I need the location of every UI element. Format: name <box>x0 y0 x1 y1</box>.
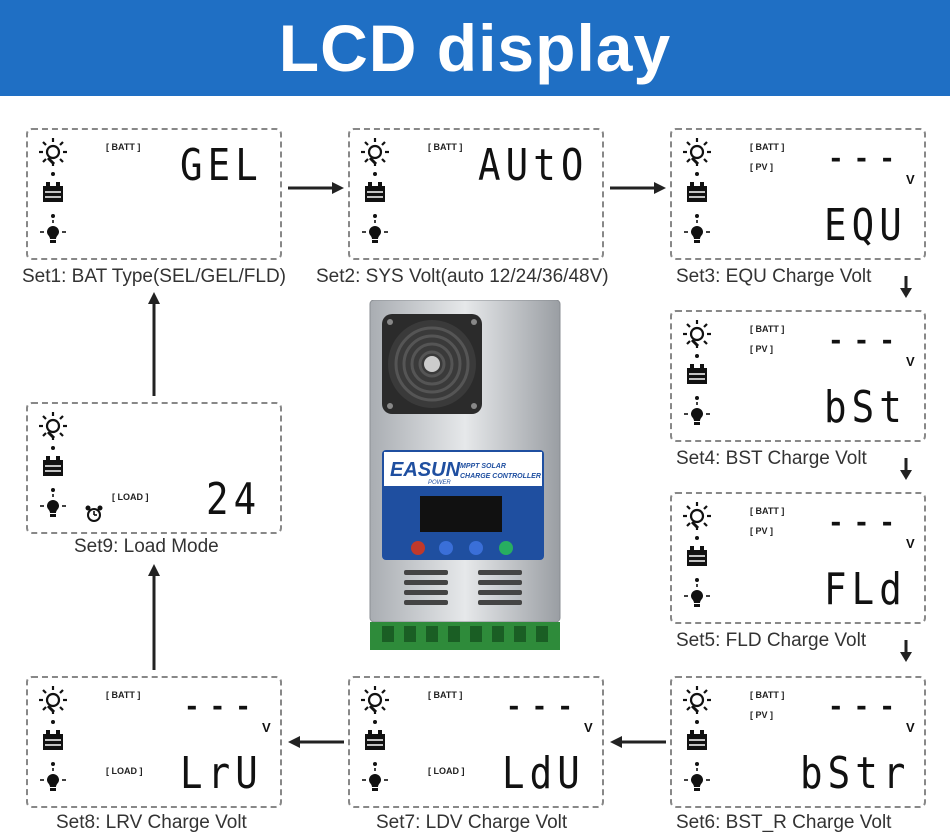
lcd-readout: bSt <box>824 382 907 433</box>
batt-tag: [ BATT ] <box>750 690 785 700</box>
sun-battery-bulb-icon <box>39 138 67 243</box>
batt-tag: [ BATT ] <box>750 324 785 334</box>
lcd-dashes: --- <box>828 692 905 722</box>
svg-text:CHARGE CONTROLLER: CHARGE CONTROLLER <box>460 473 541 480</box>
lcd-dashes: --- <box>828 508 905 538</box>
controller-device-icon: EASUN POWER MPPT SOLAR CHARGE CONTROLLER <box>369 299 561 650</box>
lcd-panel-set2: [ BATT ] AUtO <box>348 128 604 260</box>
pv-tag: [ PV ] <box>750 162 774 172</box>
lcd-readout: LdU <box>502 748 585 799</box>
load-tag: [ LOAD ] <box>428 766 465 776</box>
lcd-dashes: --- <box>828 144 905 174</box>
lcd-icons <box>36 136 72 256</box>
lcd-readout: LrU <box>180 748 263 799</box>
caption-set6: Set6: BST_R Charge Volt <box>676 812 892 833</box>
lcd-panel-set9: [ LOAD ] 24 <box>26 402 282 534</box>
batt-tag: [ BATT ] <box>106 690 141 700</box>
volt-unit: V <box>584 720 593 735</box>
arrow-right-icon <box>288 182 344 194</box>
arrow-right-icon <box>610 182 666 194</box>
lcd-icons <box>680 500 716 620</box>
lcd-icons <box>36 410 72 530</box>
batt-tag: [ BATT ] <box>750 506 785 516</box>
caption-set4: Set4: BST Charge Volt <box>676 448 867 469</box>
sun-battery-bulb-icon <box>683 138 711 243</box>
sun-battery-bulb-icon <box>39 686 67 791</box>
arrow-left-icon <box>610 736 666 748</box>
title-banner: LCD display <box>0 0 950 96</box>
batt-tag: [ BATT ] <box>106 142 141 152</box>
arrow-up-icon <box>148 292 160 396</box>
lcd-icons <box>36 684 72 804</box>
lcd-icons <box>680 318 716 438</box>
caption-set7: Set7: LDV Charge Volt <box>376 812 568 833</box>
lcd-panel-set5: [ BATT ] [ PV ] --- V FLd <box>670 492 926 624</box>
pv-tag: [ PV ] <box>750 710 774 720</box>
lcd-icons <box>358 684 394 804</box>
lcd-panel-set8: [ BATT ] [ LOAD ] --- V LrU <box>26 676 282 808</box>
caption-set3: Set3: EQU Charge Volt <box>676 266 872 287</box>
mppt-controller-image: EASUN POWER MPPT SOLAR CHARGE CONTROLLER <box>368 299 563 652</box>
brand-logo: EASUN <box>390 459 461 481</box>
lcd-panel-set4: [ BATT ] [ PV ] --- V bSt <box>670 310 926 442</box>
caption-set2: Set2: SYS Volt(auto 12/24/36/48V) <box>316 266 609 287</box>
batt-tag: [ BATT ] <box>428 142 463 152</box>
load-tag: [ LOAD ] <box>112 492 149 502</box>
caption-set8: Set8: LRV Charge Volt <box>56 812 247 833</box>
lcd-readout: FLd <box>824 564 907 615</box>
volt-unit: V <box>906 172 915 187</box>
lcd-panel-set6: [ BATT ] [ PV ] --- V bStr <box>670 676 926 808</box>
arrow-left-icon <box>288 736 344 748</box>
sun-battery-bulb-icon <box>683 320 711 425</box>
sun-battery-bulb-icon <box>683 686 711 791</box>
sun-battery-bulb-icon <box>361 686 389 791</box>
alarm-clock-icon <box>85 505 103 522</box>
caption-set9: Set9: Load Mode <box>74 536 219 557</box>
volt-unit: V <box>906 354 915 369</box>
lcd-panel-set1: [ BATT ] GEL <box>26 128 282 260</box>
lcd-readout: bStr <box>800 748 911 799</box>
load-tag: [ LOAD ] <box>106 766 143 776</box>
volt-unit: V <box>906 720 915 735</box>
banner-title: LCD display <box>278 11 672 85</box>
arrow-down-icon <box>900 458 912 480</box>
arrow-down-icon <box>900 640 912 662</box>
lcd-dashes: --- <box>506 692 583 722</box>
sun-battery-bulb-icon <box>39 412 67 517</box>
lcd-icons <box>680 684 716 804</box>
sun-battery-bulb-icon <box>361 138 389 243</box>
lcd-dashes: --- <box>828 326 905 356</box>
sun-battery-bulb-icon <box>683 502 711 607</box>
arrow-up-icon <box>148 564 160 670</box>
batt-tag: [ BATT ] <box>428 690 463 700</box>
caption-set5: Set5: FLD Charge Volt <box>676 630 867 651</box>
caption-set1: Set1: BAT Type(SEL/GEL/FLD) <box>22 266 287 287</box>
lcd-readout: GEL <box>180 140 263 191</box>
svg-text:POWER: POWER <box>428 480 451 486</box>
volt-unit: V <box>906 536 915 551</box>
lcd-readout: 24 <box>206 474 262 525</box>
lcd-readout: AUtO <box>478 140 589 191</box>
pv-tag: [ PV ] <box>750 344 774 354</box>
volt-unit: V <box>262 720 271 735</box>
lcd-icons <box>358 136 394 256</box>
lcd-icons <box>680 136 716 256</box>
svg-text:MPPT SOLAR: MPPT SOLAR <box>460 463 506 470</box>
arrow-down-icon <box>900 276 912 298</box>
pv-tag: [ PV ] <box>750 526 774 536</box>
batt-tag: [ BATT ] <box>750 142 785 152</box>
lcd-readout: EQU <box>824 200 907 251</box>
lcd-dashes: --- <box>184 692 261 722</box>
lcd-panel-set3: [ BATT ] [ PV ] --- V EQU <box>670 128 926 260</box>
lcd-panel-set7: [ BATT ] [ LOAD ] --- V LdU <box>348 676 604 808</box>
